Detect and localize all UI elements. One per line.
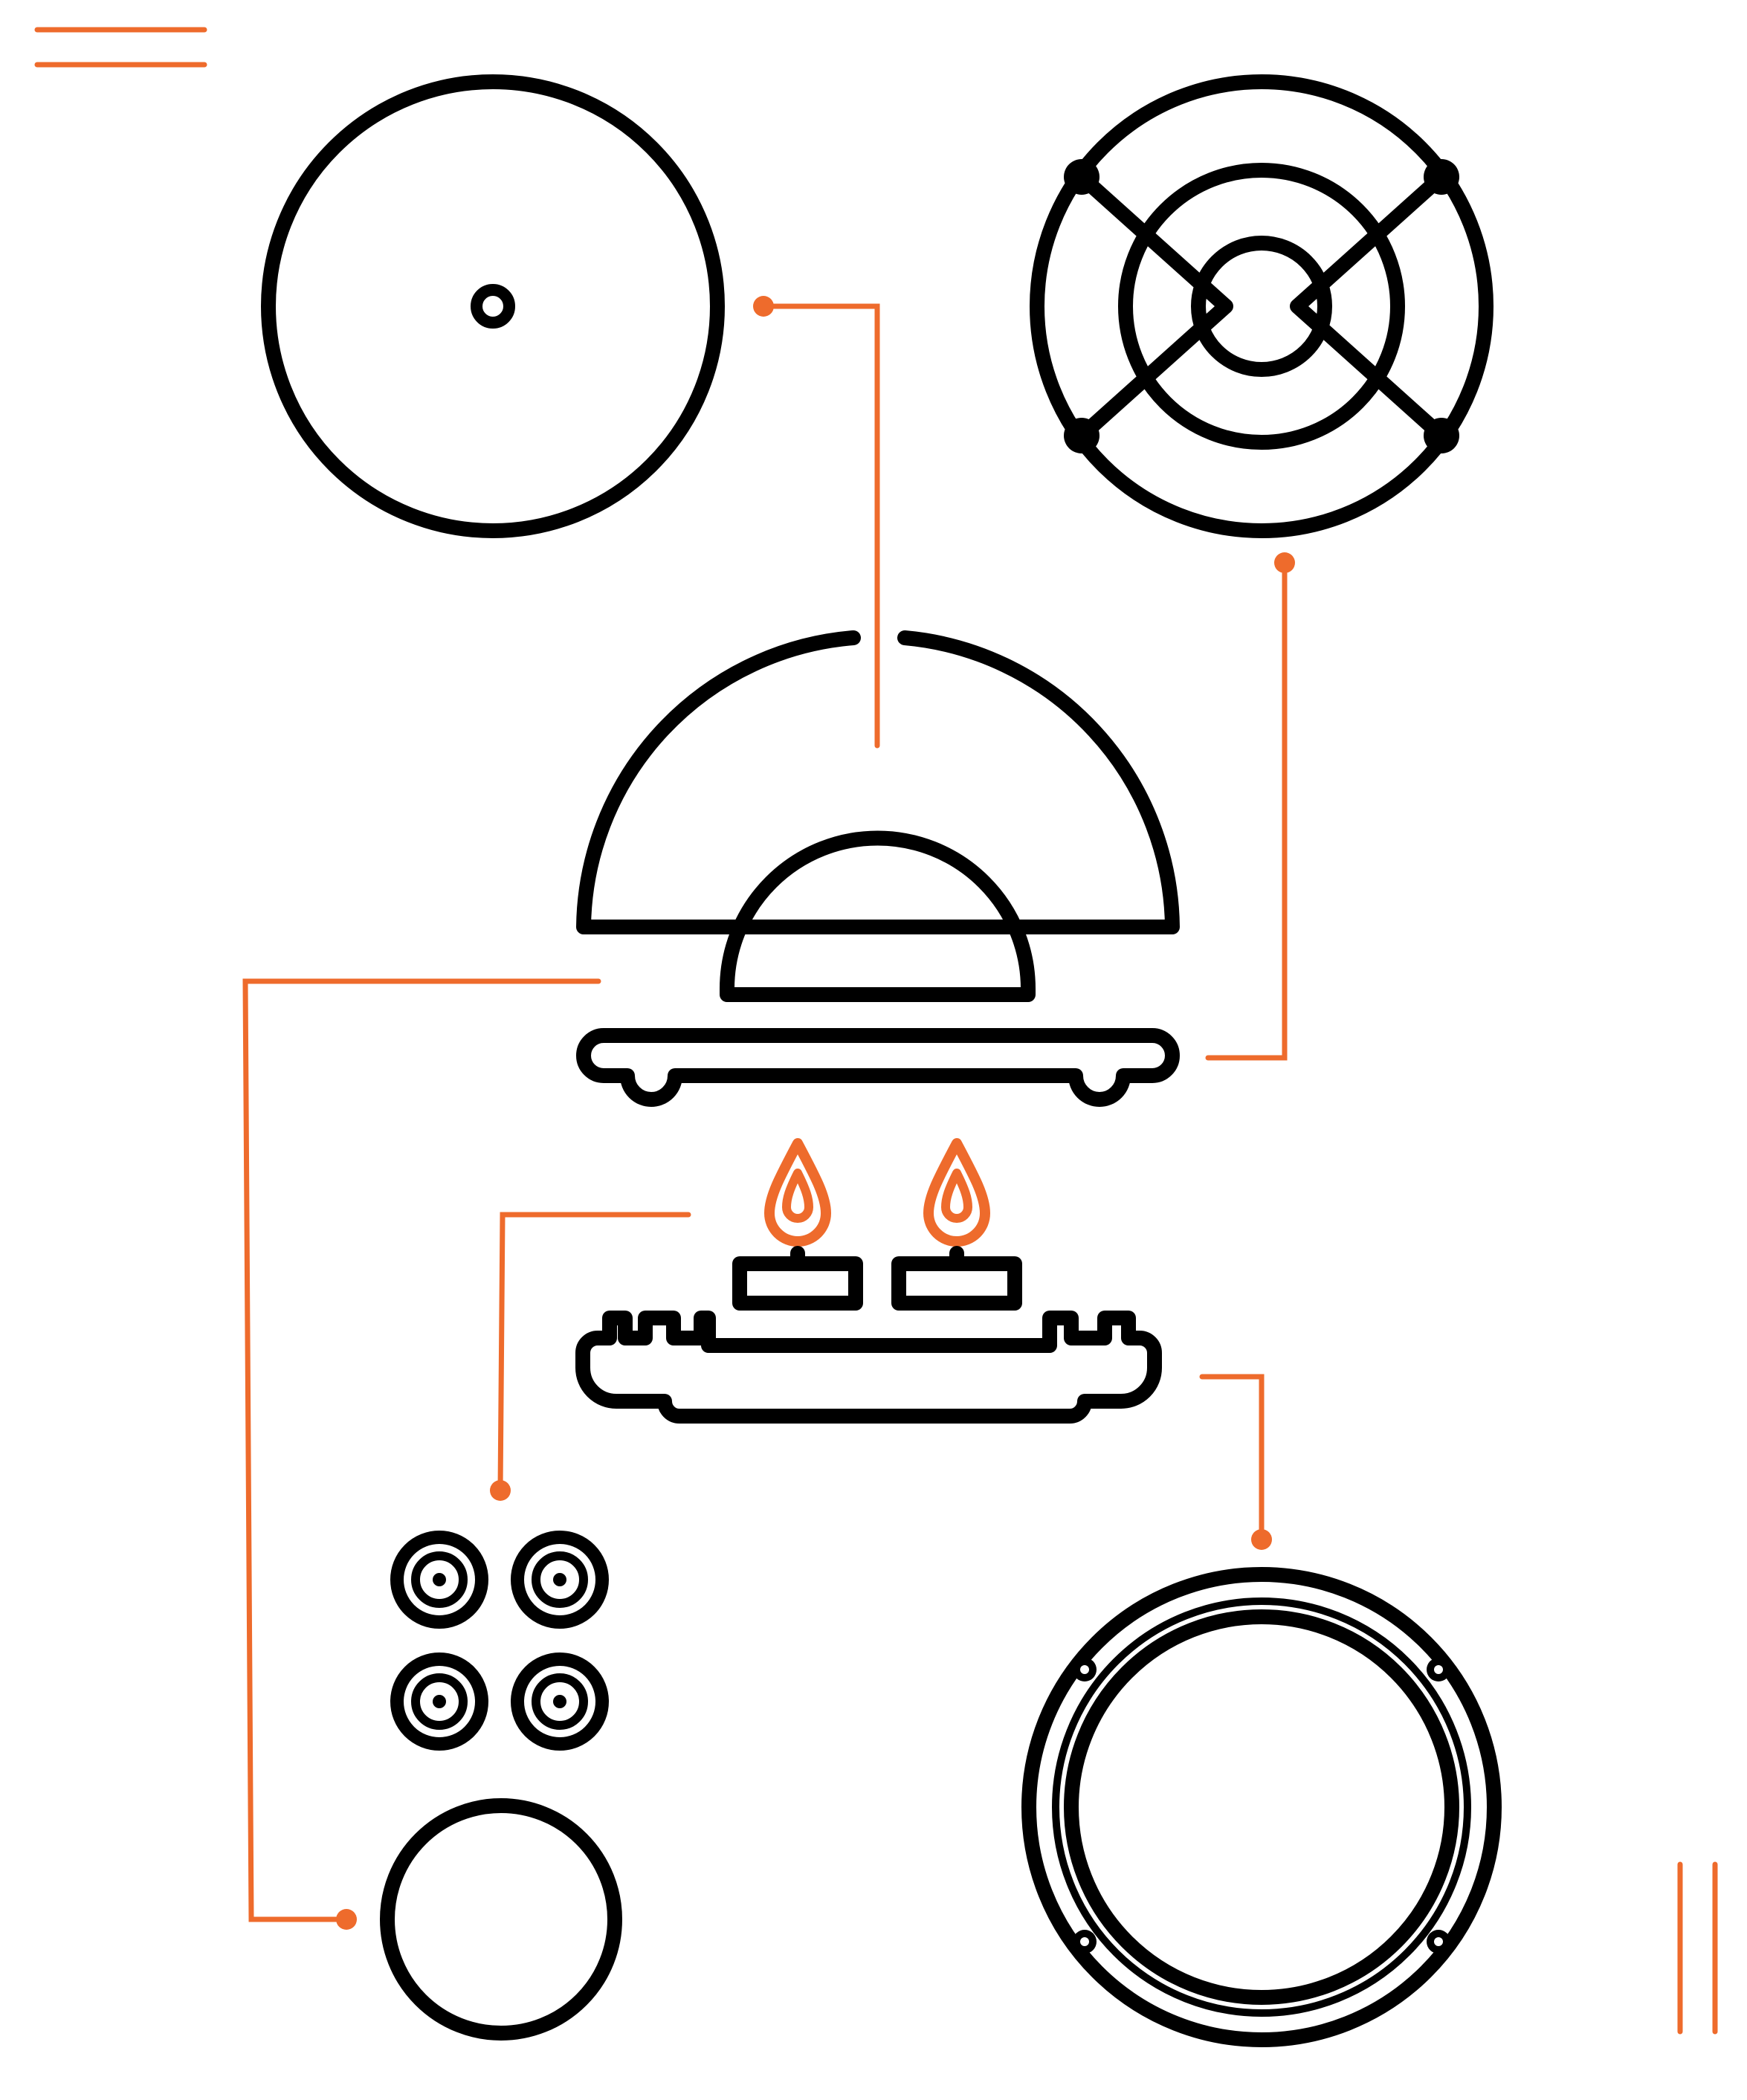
control-knob	[390, 1531, 488, 1629]
gas-valve-icon	[891, 1246, 1022, 1311]
drip-ring-icon	[1021, 1567, 1502, 2047]
leader-line-drip-ring	[1199, 1374, 1272, 1550]
control-knob	[511, 1531, 609, 1629]
corner-decoration-top-left	[34, 27, 207, 68]
leader-line-burner-cap	[753, 296, 880, 749]
burner-cap-icon	[261, 74, 725, 538]
corner-decoration-bottom-right	[1677, 1861, 1718, 2035]
burner-base-tray-icon	[576, 1028, 1180, 1107]
leader-line-ignition-button	[242, 978, 601, 1930]
control-knob	[390, 1652, 488, 1751]
pan-support-grate-icon	[1030, 74, 1493, 538]
leader-line-control-knobs	[490, 1212, 691, 1501]
control-knobs-icon	[390, 1531, 609, 1751]
ignition-button-icon	[380, 1798, 622, 2041]
flame-icon	[764, 1138, 831, 1247]
gas-valve-icon	[732, 1246, 863, 1311]
stove-body-icon	[575, 1311, 1162, 1424]
burner-head-icon	[576, 630, 1180, 1002]
control-knob	[511, 1652, 609, 1751]
leader-line-grate	[1205, 552, 1295, 1061]
flame-icon	[923, 1138, 990, 1247]
